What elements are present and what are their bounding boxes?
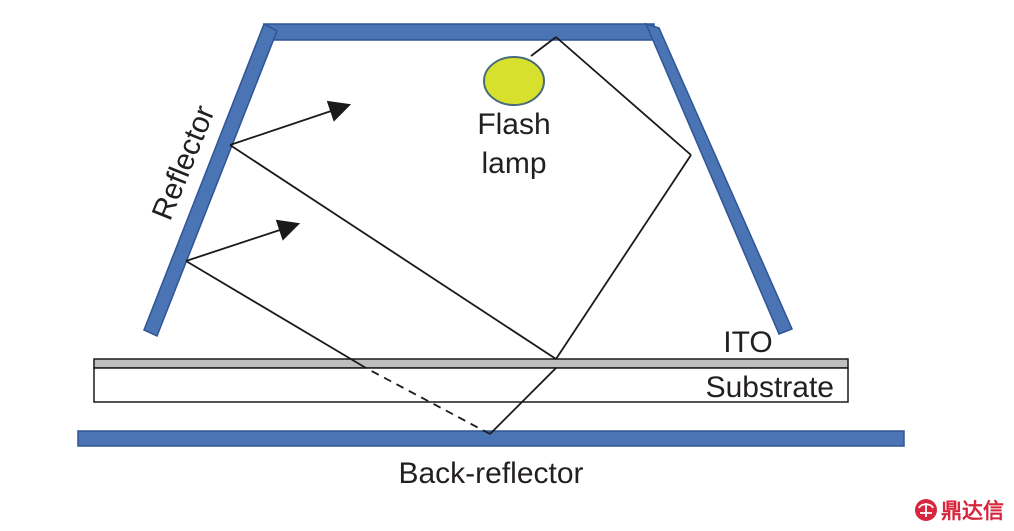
- ray-segment: [555, 36, 692, 156]
- ray-segment: [229, 144, 557, 360]
- substrate-layer: [93, 367, 849, 403]
- reflector-right: [644, 22, 794, 335]
- ito-layer: [93, 358, 849, 369]
- ray-segment: [555, 154, 692, 360]
- ray-segment: [489, 367, 557, 435]
- ray-segment: [530, 36, 557, 57]
- flash-lamp-label-line2: lamp: [481, 147, 546, 180]
- light-rays: [185, 36, 692, 435]
- reflected-arrow-upper: [229, 100, 352, 146]
- reflector-left: [143, 22, 278, 338]
- back-reflector-label: Back-reflector: [398, 457, 583, 490]
- back-reflector-bar: [77, 430, 905, 447]
- reflected-arrow-lower: [185, 219, 301, 262]
- ray-segment: [185, 260, 367, 369]
- flash-lamp-label-line1: Flash: [477, 108, 550, 141]
- substrate-label: Substrate: [706, 371, 834, 404]
- flash-lamp: [483, 56, 545, 106]
- watermark-logo: 鼎达信: [915, 499, 1004, 523]
- reflector-top: [263, 23, 655, 41]
- ito-label: ITO: [723, 326, 772, 359]
- ray-segment-dashed: [365, 367, 491, 435]
- logo-text: 鼎达信: [941, 499, 1004, 523]
